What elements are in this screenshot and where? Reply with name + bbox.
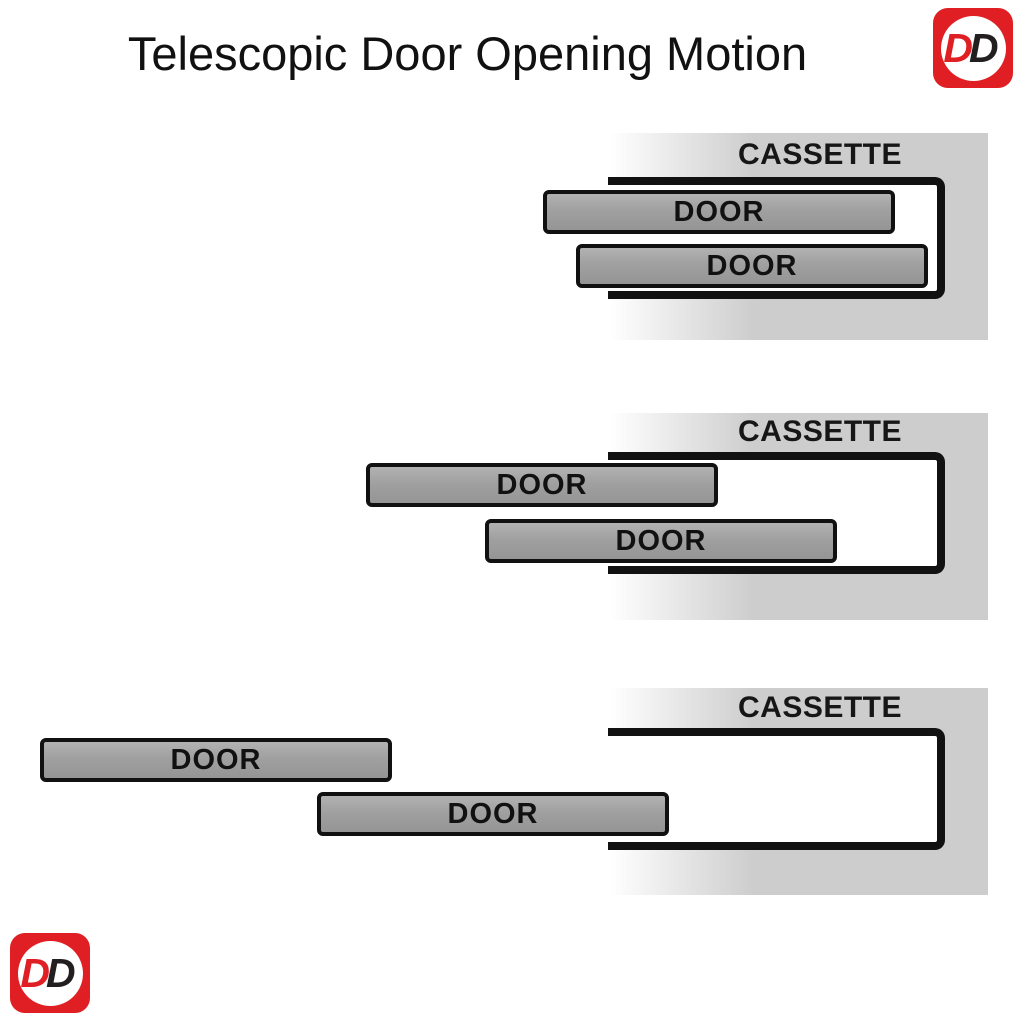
dd-logo-top-right: D D [933,8,1013,88]
cassette-label: CASSETTE [737,415,903,448]
dd-logo-letter-1: D [943,24,973,71]
door-bar-outer: DOOR [40,738,392,782]
dd-logo-bottom-left: D D [10,933,90,1013]
cassette-outline [608,452,945,574]
door-bar-outer: DOOR [366,463,718,507]
cassette-shading [610,133,988,340]
dd-logo-letter-2: D [969,24,999,71]
door-bar-inner: DOOR [485,519,837,563]
door-bar-inner: DOOR [576,244,928,288]
cassette-outline [608,177,945,299]
dd-logo-letter-2: D [46,949,76,996]
cassette-shading [610,413,988,620]
cassette-shading [610,688,988,895]
dd-logo-letter-1: D [20,949,50,996]
dd-logo-circle: D D [940,15,1006,81]
door-bar-outer: DOOR [543,190,895,234]
cassette-label: CASSETTE [737,691,903,724]
cassette-outline [608,728,945,850]
page-title: Telescopic Door Opening Motion [127,27,808,80]
door-bar-inner: DOOR [317,792,669,836]
dd-logo-circle: D D [17,940,83,1006]
cassette-label: CASSETTE [737,138,903,171]
